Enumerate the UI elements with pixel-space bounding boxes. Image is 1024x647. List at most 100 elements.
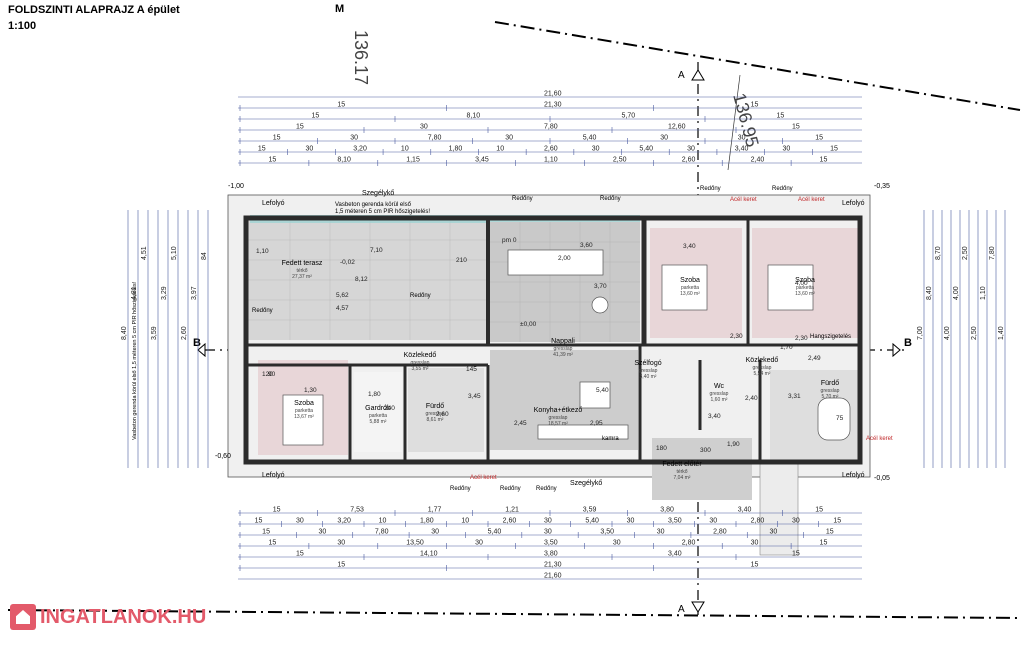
dimension-value: 145	[466, 366, 477, 373]
dimension-value: 15	[296, 124, 304, 131]
right-dimension-value: 1,10	[980, 286, 987, 300]
dimension-value: 15	[273, 507, 281, 514]
dimension-value: 2,30	[795, 335, 808, 342]
left-dimension-value: 3,59	[151, 326, 158, 340]
section-arrow-a-bottom	[691, 601, 705, 613]
dimension-value: 1,21	[505, 507, 519, 514]
left-dimension-value: 2,60	[181, 326, 188, 340]
property-line-top	[494, 21, 1021, 111]
dimension-value: 300	[700, 447, 711, 454]
label-redony: Redőny	[700, 186, 721, 192]
room-name: Szoba	[795, 277, 815, 284]
label-redony: Redőny	[772, 186, 793, 192]
dimension-value: 1,80	[420, 518, 434, 525]
dimension-value: 15	[833, 518, 841, 525]
dimension-value: 3,70	[594, 283, 607, 290]
dimension-value: 10	[401, 146, 409, 153]
dimension-value: 30	[792, 518, 800, 525]
dimension-value: 3,20	[353, 146, 367, 153]
bed-2	[767, 264, 814, 311]
room-name: Közlekedő	[746, 357, 779, 364]
dimension-value: 30	[475, 540, 483, 547]
room-name: Fedett előtér	[662, 461, 702, 468]
dimension-value: 2,95	[590, 420, 603, 427]
section-arrow-a-top	[691, 69, 705, 81]
outer-wall	[243, 215, 863, 465]
dimension-value: 30	[782, 146, 790, 153]
dimension-value: 4,57	[336, 305, 349, 312]
section-a-bottom-label: A	[678, 604, 685, 615]
dimension-value: 8,10	[337, 157, 351, 164]
dimension-value: 21,30	[544, 562, 562, 569]
left-dimension-value: 5,10	[171, 246, 178, 260]
dimension-value: 3,40	[683, 243, 696, 250]
dimension-value: 210	[456, 257, 467, 264]
dimension-value: 120	[262, 371, 273, 378]
dimension-value: 15	[262, 529, 270, 536]
label-redony: Redőny	[252, 308, 273, 314]
room-area: 41,39 m²	[553, 352, 573, 358]
corner-level-bl: -0,60	[215, 453, 231, 460]
dimension-value: 30	[350, 135, 358, 142]
dimension-value: 2,30	[730, 333, 743, 340]
left-dimension-value: 4,51	[141, 246, 148, 260]
dimension-value: 3,60	[580, 242, 593, 249]
dimension-value: 15	[815, 507, 823, 514]
label-lamp-note-1: Vasbeton gerenda körül első	[335, 202, 412, 208]
right-dimension-value: 8,70	[935, 246, 942, 260]
dimension-value: 3,20	[337, 518, 351, 525]
section-arrow-b-left	[197, 342, 206, 358]
dimension-value: 15	[255, 518, 263, 525]
entry-area	[652, 438, 752, 500]
room-floor: gresslap	[549, 415, 568, 421]
room-floor: parketta	[369, 413, 387, 419]
dimension-value: 30	[627, 518, 635, 525]
dimension-value: 240	[384, 405, 395, 412]
watermark-text: INGATLANOK.HU	[40, 605, 207, 628]
label-redony: Redőny	[600, 196, 621, 202]
room-area: 1,60 m²	[711, 397, 728, 403]
label-szegelyko-top: Szegélykő	[362, 190, 394, 197]
label-kamra: kamra	[602, 436, 619, 442]
label-redony: Redőny	[512, 196, 533, 202]
dimension-value: 8,10	[467, 113, 481, 120]
room-area: 5,70 m²	[822, 394, 839, 400]
dimension-value: 5,40	[488, 529, 502, 536]
bathroom-area	[408, 368, 484, 452]
dimension-value: 3,40	[738, 507, 752, 514]
dimension-value: 30	[709, 518, 717, 525]
dimension-value: 7,80	[428, 135, 442, 142]
room-floor: gresslap	[554, 346, 573, 352]
left-dimension-value: 4,81	[131, 286, 138, 300]
dimension-value: 7,80	[544, 124, 558, 131]
dimension-value: 15	[792, 124, 800, 131]
dimension-value: 2,40	[751, 157, 765, 164]
room-name: Közlekedő	[404, 352, 437, 359]
dimension-value: 10	[496, 146, 504, 153]
dimension-value: 5,40	[639, 146, 653, 153]
label-redony: Redőny	[500, 486, 521, 492]
level-leader	[727, 74, 741, 171]
left-dimension-value: 3,29	[161, 286, 168, 300]
label-acel-keret: Acél keret	[866, 436, 893, 442]
dimension-value: 10	[461, 518, 469, 525]
dimension-value: 21,60	[544, 91, 562, 98]
dimension-value: 1,80	[449, 146, 463, 153]
dimension-value: 3,50	[544, 540, 558, 547]
section-b-left-label: B	[193, 337, 201, 349]
dimension-value: 90	[268, 371, 276, 378]
dimension-value: 3,80	[544, 551, 558, 558]
label-lefolyo-tr: Lefolyó	[842, 200, 865, 207]
dimension-value: 30	[769, 529, 777, 536]
room-floor: parketta	[681, 285, 699, 291]
corner-level-br: -0,05	[874, 475, 890, 482]
dimension-value: 10	[379, 518, 387, 525]
room-floor: gresslap	[639, 368, 658, 374]
room-floor: gresslap	[411, 360, 430, 366]
dimension-value: 15	[751, 102, 759, 109]
dimension-value: 1,77	[428, 507, 442, 514]
dimension-value: 15	[830, 146, 838, 153]
dimension-value: 3,50	[668, 518, 682, 525]
